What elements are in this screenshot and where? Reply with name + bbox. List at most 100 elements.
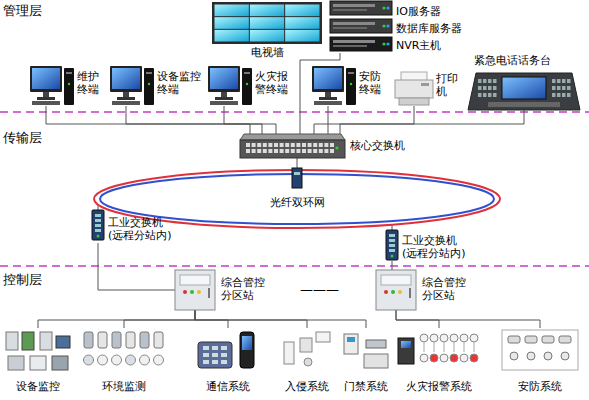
servers-icon <box>330 1 392 53</box>
detector-icon <box>284 342 294 364</box>
console-key <box>483 79 487 83</box>
monitor-stand <box>123 92 129 97</box>
pc-icon <box>208 64 252 106</box>
monitor-stand <box>325 92 331 97</box>
terminal: 安防 终端 <box>312 64 381 106</box>
console-key <box>557 86 561 90</box>
phone-key <box>221 346 227 350</box>
server-strip <box>333 45 367 47</box>
device-box <box>56 336 70 348</box>
sensor-icon <box>126 332 135 348</box>
detector-wire <box>474 342 475 352</box>
monitor-frame <box>110 66 142 92</box>
server-led <box>386 42 389 45</box>
industrial-switch-led <box>391 255 394 258</box>
monitor-screen <box>32 68 60 89</box>
cabinet-panel <box>180 275 210 285</box>
subsystem: 通信系统 <box>196 328 260 394</box>
tower-bay <box>66 72 72 74</box>
subsystem: 安防系统 <box>500 328 580 394</box>
phone-key <box>212 346 218 350</box>
console-screen <box>502 77 546 99</box>
network-link <box>328 106 414 134</box>
node-label: 核心交换机 <box>350 139 405 152</box>
printer: 打印 机 <box>395 70 458 106</box>
sensor-icon <box>84 355 94 365</box>
detector-wire <box>444 342 445 352</box>
cabinet-lamp <box>391 290 395 294</box>
pc-tower <box>242 68 252 105</box>
node-label: 设备监控 <box>16 380 60 393</box>
console-key <box>493 93 497 97</box>
tower-bay <box>348 72 354 74</box>
node-label: 紧急电话话务台 <box>474 54 551 67</box>
tower-led <box>148 83 150 85</box>
smoke-detector <box>430 334 438 342</box>
card-reader <box>344 334 358 354</box>
detector-wire <box>464 342 465 352</box>
tower-led <box>68 83 70 85</box>
fire-panel <box>398 338 414 364</box>
network-link <box>392 261 393 270</box>
node-label: 火灾报 警终端 <box>255 70 288 96</box>
switch-led <box>335 146 338 149</box>
switch-port <box>268 149 272 153</box>
switch-port <box>246 143 250 147</box>
fire-panel-screen <box>401 341 411 348</box>
switch-port <box>280 149 284 153</box>
handset <box>240 332 254 368</box>
printer-body <box>395 80 433 98</box>
server-led <box>382 24 385 27</box>
device-box <box>30 356 46 370</box>
layer-divider <box>0 111 589 113</box>
security-frame <box>502 330 578 370</box>
sensor-icon <box>112 332 121 348</box>
camera-icon <box>525 336 537 343</box>
switch-port <box>285 149 289 153</box>
node-label: 环境监测 <box>102 380 146 393</box>
switch-port <box>274 149 278 153</box>
server-led <box>386 6 389 9</box>
industrial-switch-led <box>97 235 100 238</box>
phone-key <box>203 360 209 364</box>
console-key <box>567 86 571 90</box>
devmon-icon <box>4 328 72 374</box>
server-unit <box>330 19 392 33</box>
node-label: 数据库服务器 <box>396 22 462 35</box>
node-label: 设备监控 终端 <box>157 70 201 96</box>
device-box <box>52 356 68 370</box>
vsw-icon <box>386 230 398 260</box>
network-link <box>300 53 340 134</box>
monitor-stand <box>43 92 49 97</box>
network-link <box>224 106 276 134</box>
switch-body <box>240 140 345 158</box>
cabinet-lamp <box>190 290 194 294</box>
wall-screen <box>250 17 284 29</box>
console-key <box>478 79 482 83</box>
industrial-switch-port <box>389 244 395 247</box>
industrial-switch: 工业交换机 (远程分站内) <box>92 210 172 243</box>
keyboard <box>112 101 140 105</box>
substation: 综合管控 分区站 <box>175 270 265 310</box>
node-label: IO服务器 <box>396 5 441 18</box>
device-box <box>6 332 18 350</box>
server-stack: IO服务器数据库服务器NVR主机 <box>330 1 462 53</box>
printer-panel <box>421 83 429 86</box>
console-key <box>493 86 497 90</box>
server-led <box>382 6 385 9</box>
network-link <box>195 310 366 328</box>
console-key <box>567 79 571 83</box>
industrial-switch-port <box>95 229 101 232</box>
console-key <box>567 93 571 97</box>
switch-port <box>308 143 312 147</box>
network-link <box>195 310 228 328</box>
industrial-switch-port <box>389 239 395 242</box>
network-link <box>195 310 307 328</box>
ellipsis-mark: ——— <box>300 282 339 298</box>
substation: 综合管控 分区站 <box>376 270 466 310</box>
console-key <box>488 79 492 83</box>
switch-port <box>324 149 328 153</box>
subsystem: 环境监测 <box>78 328 170 394</box>
